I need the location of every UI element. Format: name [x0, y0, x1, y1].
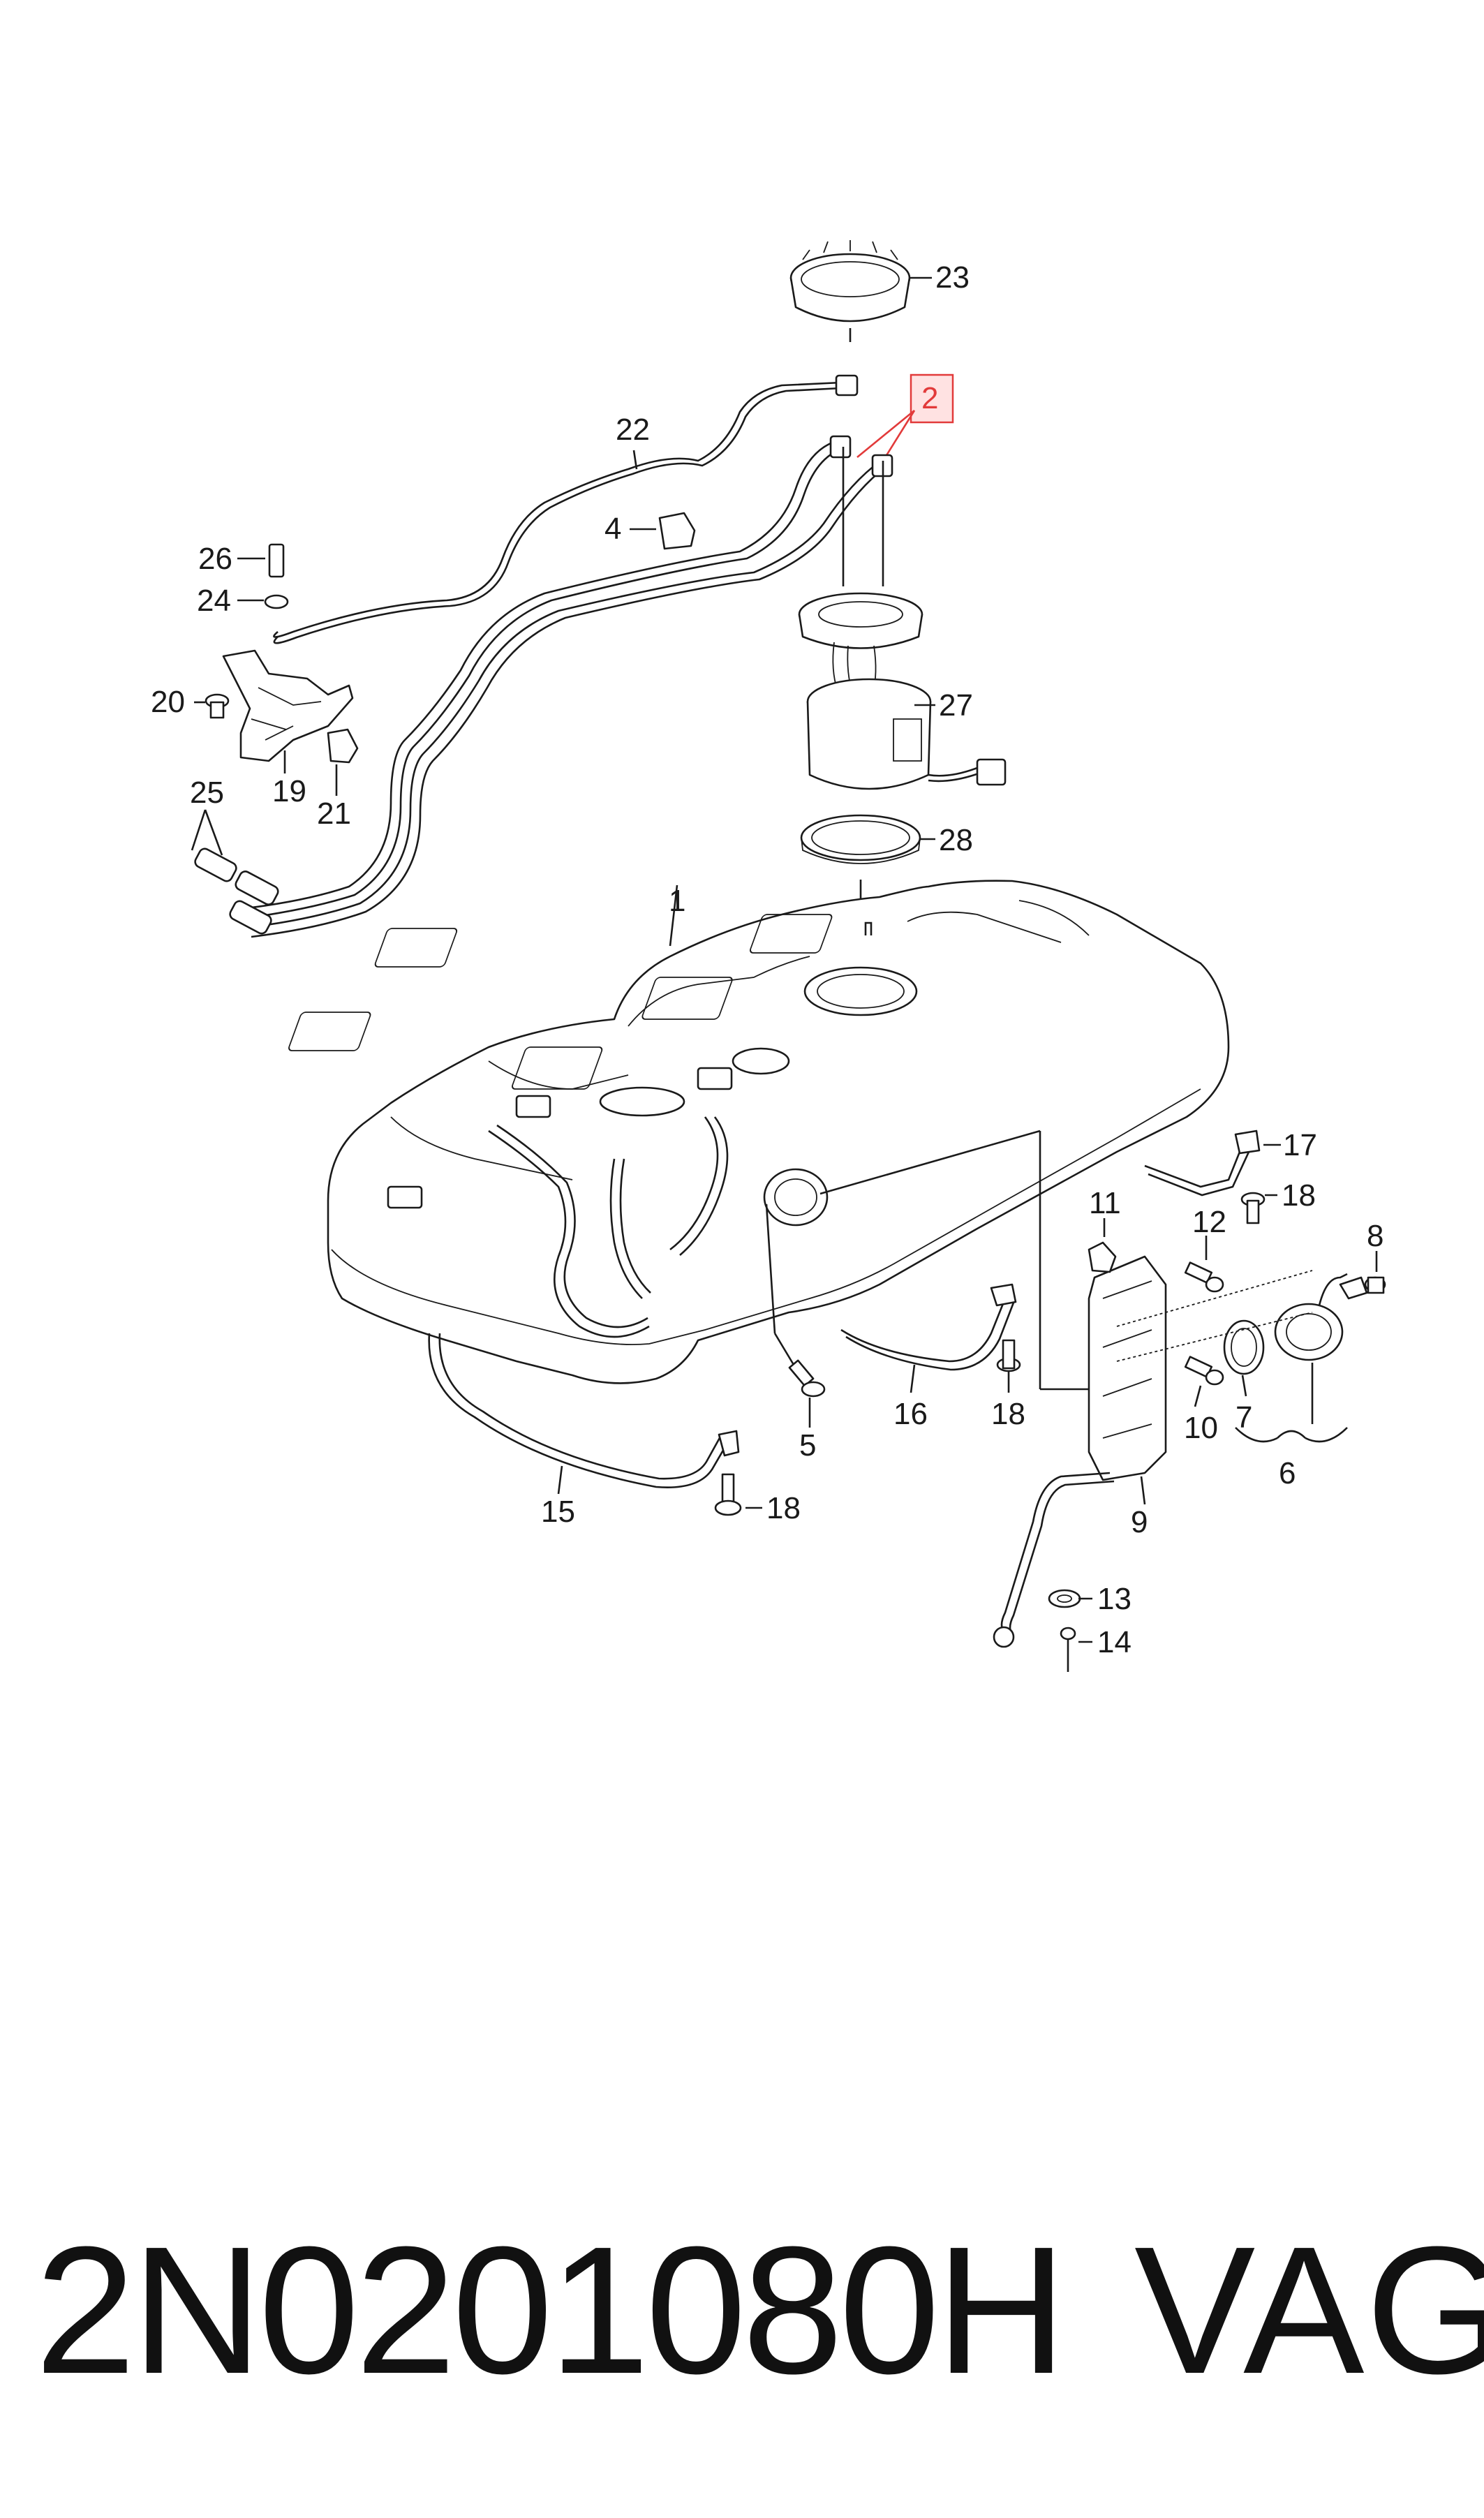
seal-part-7 [1223, 1319, 1265, 1397]
bracket-part-19 [222, 649, 354, 773]
label-part-11: 11 [1089, 1186, 1121, 1220]
label-part-23: 23 [935, 260, 970, 295]
bolt-part-5 [773, 1333, 826, 1428]
label-part-18-left: 18 [766, 1491, 801, 1525]
strap-part-16 [840, 1283, 1017, 1393]
brand-caption: VAG [1134, 2209, 1484, 2412]
label-part-15: 15 [541, 1495, 575, 1529]
label-part-27: 27 [939, 688, 973, 723]
label-part-21: 21 [317, 797, 351, 831]
screw-part-12 [1184, 1236, 1224, 1293]
label-part-13: 13 [1097, 1582, 1131, 1616]
label-part-7: 7 [1236, 1400, 1252, 1435]
label-part-25: 25 [190, 776, 224, 810]
bolt-part-18-right [1240, 1192, 1277, 1224]
part-number-caption: 2N0201080H [35, 2209, 1067, 2412]
bolt-part-18-middle [996, 1339, 1021, 1393]
fuel-line-bundle [251, 435, 893, 938]
label-part-22: 22 [616, 413, 650, 447]
label-part-24: 24 [197, 584, 231, 618]
strap-part-17 [1144, 1130, 1281, 1197]
clip-part-21 [327, 728, 359, 796]
label-part-14: 14 [1097, 1625, 1131, 1659]
screw-part-20 [194, 693, 230, 719]
dashed-assembly-lines [1116, 1270, 1313, 1362]
label-part-9: 9 [1131, 1505, 1148, 1539]
label-part-17: 17 [1283, 1128, 1317, 1162]
bolt-part-18-left [714, 1473, 762, 1516]
fuel-line-highlight-part-2 [856, 373, 954, 465]
label-part-5: 5 [799, 1428, 816, 1462]
connector-part-25 [191, 809, 279, 935]
filler-neck-part-9 [993, 1255, 1167, 1648]
clip-part-11 [1088, 1218, 1117, 1273]
fuel-pump-part-27 [798, 447, 1007, 790]
label-part-8: 8 [1367, 1219, 1383, 1253]
fuel-system-exploded-diagram: 23 2 22 4 26 24 20 19 21 25 27 28 1 17 1… [151, 240, 1386, 1672]
label-part-26: 26 [198, 542, 232, 576]
locking-ring-part-23 [789, 240, 911, 342]
screw-part-14 [1060, 1627, 1092, 1672]
label-part-19: 19 [272, 774, 306, 808]
label-part-16: 16 [893, 1397, 928, 1431]
label-part-28: 28 [939, 823, 973, 857]
fuel-line-part-22 [273, 374, 859, 644]
label-part-1: 1 [669, 884, 685, 918]
plug-part-26-and-clip-part-24 [237, 543, 289, 609]
strap-part-8 [1364, 1251, 1386, 1294]
fuel-tank-part-1 [288, 880, 1230, 1391]
label-part-18-right: 18 [1282, 1178, 1316, 1213]
label-part-12: 12 [1192, 1205, 1226, 1239]
strap-part-15 [428, 1333, 740, 1495]
label-part-6: 6 [1279, 1456, 1296, 1490]
label-part-4: 4 [604, 512, 621, 546]
screw-part-10 [1184, 1356, 1224, 1407]
part-labels: 23 2 22 4 26 24 20 19 21 25 27 28 1 17 1… [151, 260, 1383, 1659]
label-part-10: 10 [1184, 1411, 1218, 1445]
grommet-part-13 [1048, 1589, 1092, 1608]
label-part-18-middle: 18 [991, 1397, 1025, 1431]
label-part-20: 20 [151, 685, 185, 719]
label-part-2: 2 [921, 381, 938, 415]
clip-part-4 [630, 512, 696, 550]
